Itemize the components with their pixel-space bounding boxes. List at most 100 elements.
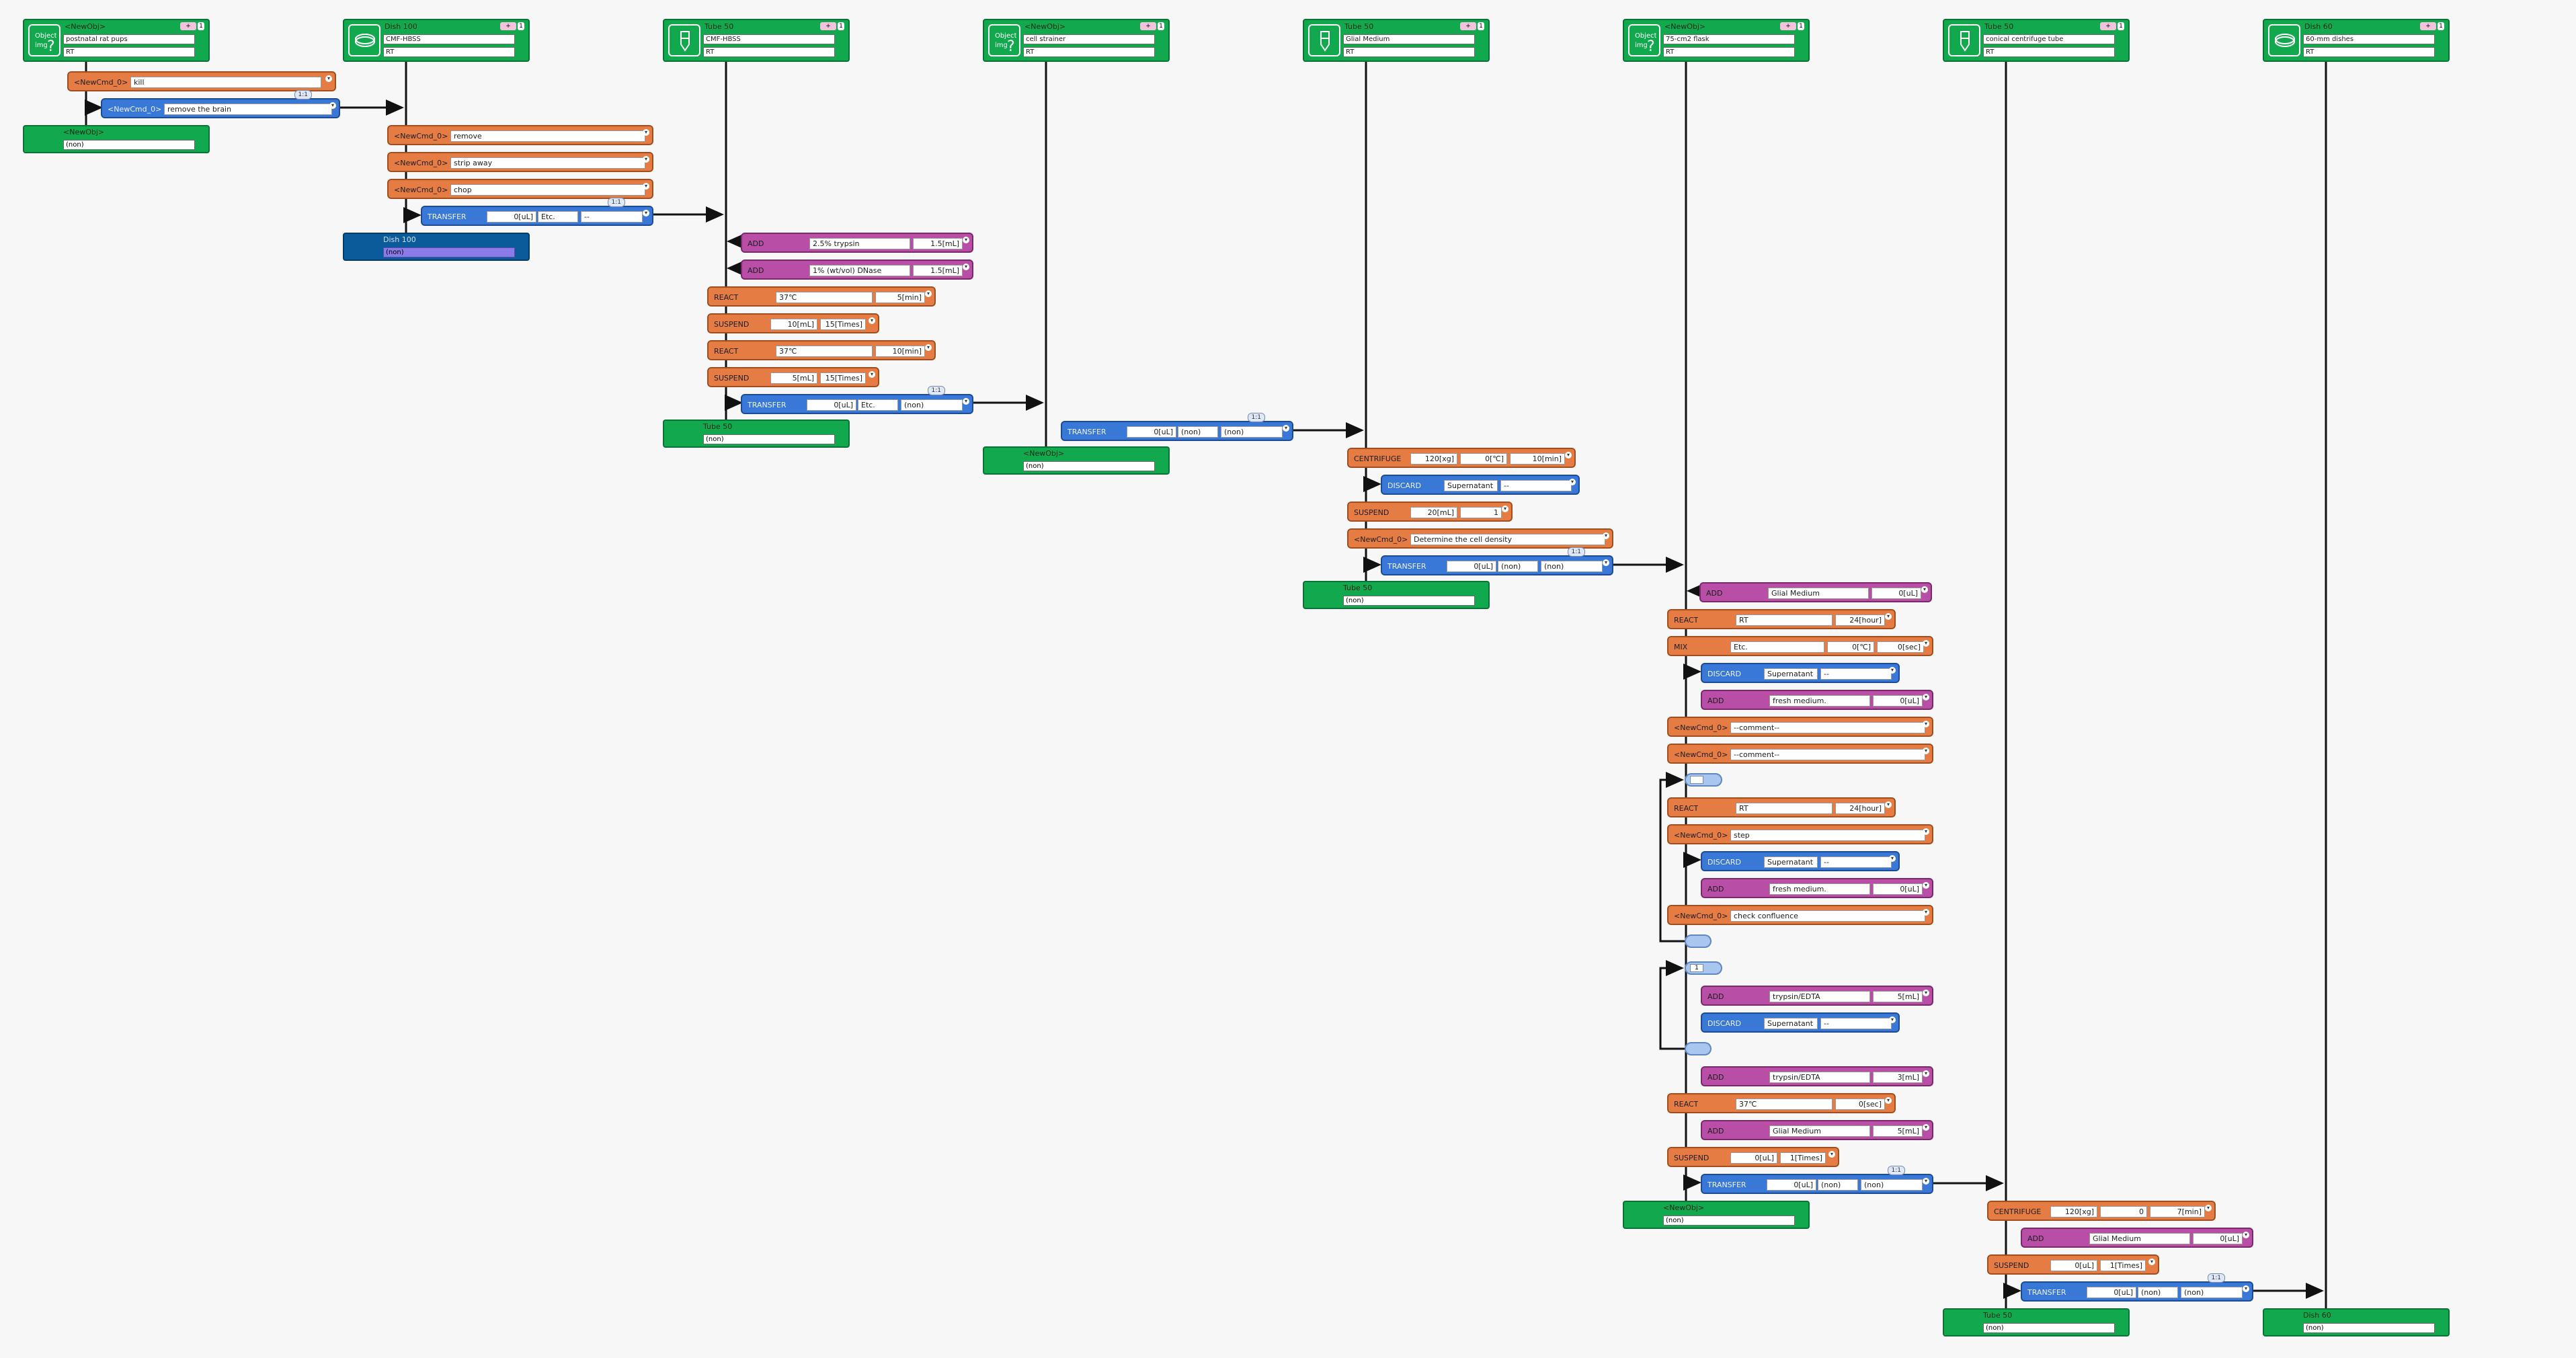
chevron-down-icon[interactable]: ▾ [1923, 828, 1929, 835]
command-field[interactable]: 0[uL] [1447, 561, 1496, 572]
command-newcmd-node[interactable]: <NewCmd_0>step▾ [1667, 824, 1933, 844]
command-newcmd-node[interactable]: <NewCmd_0>--comment--▾ [1667, 744, 1933, 764]
output-value[interactable]: (non) [703, 434, 835, 444]
command-field[interactable]: 0[uL] [1873, 695, 1923, 707]
command-field[interactable]: (non) [1221, 426, 1283, 438]
command-field[interactable]: 24[hour] [1835, 614, 1885, 626]
command-field[interactable]: 1[Times] [2100, 1260, 2146, 1271]
command-field[interactable]: -- [1820, 856, 1892, 868]
chevron-down-icon[interactable]: ▾ [963, 264, 969, 270]
command-field[interactable]: Glial Medium [1769, 1125, 1870, 1137]
command-field[interactable]: 37℃ [776, 292, 873, 303]
object-name-field[interactable]: 75-cm2 flask [1663, 34, 1795, 44]
chevron-down-icon[interactable]: ▾ [1603, 532, 1609, 539]
command-field[interactable]: Supernatant [1444, 480, 1498, 491]
output-object[interactable]: <NewObj>(non) [23, 125, 210, 153]
add-tag-button[interactable]: + [180, 22, 196, 30]
loop-node[interactable]: 1 [1685, 961, 1722, 975]
chevron-down-icon[interactable]: ▾ [869, 371, 875, 378]
command-field[interactable]: remove the brain [164, 104, 332, 115]
chevron-down-icon[interactable]: ▾ [869, 317, 875, 324]
command-field[interactable]: 0[uL] [2193, 1233, 2243, 1244]
command-field[interactable]: 120[xg] [2050, 1206, 2097, 1217]
chevron-down-icon[interactable]: ▾ [1885, 801, 1892, 808]
object-temp-field[interactable]: RT [63, 47, 195, 57]
command-field[interactable]: Supernatant [1764, 668, 1818, 680]
chevron-down-icon[interactable]: ▾ [1569, 479, 1576, 485]
chevron-down-icon[interactable]: ▾ [1923, 909, 1929, 916]
command-field[interactable]: 0[uL] [1127, 426, 1176, 438]
command-field[interactable]: --comment-- [1730, 749, 1925, 760]
command-field[interactable]: Etc. [538, 211, 578, 223]
chevron-down-icon[interactable]: ▾ [963, 237, 969, 243]
output-value[interactable]: (non) [1343, 596, 1475, 606]
command-field[interactable]: step [1730, 830, 1925, 841]
object-temp-field[interactable]: RT [1343, 47, 1475, 57]
output-value[interactable]: (non) [1983, 1323, 2115, 1333]
command-field[interactable]: 0[uL] [1767, 1179, 1816, 1191]
chevron-down-icon[interactable]: ▾ [925, 290, 932, 297]
command-field[interactable]: 37℃ [1736, 1099, 1833, 1110]
chevron-down-icon[interactable]: ▾ [963, 398, 969, 405]
chevron-down-icon[interactable]: ▾ [1889, 855, 1896, 862]
command-field[interactable]: (non) [1541, 561, 1603, 572]
output-value[interactable]: (non) [1663, 1215, 1795, 1226]
object-name-field[interactable]: cell strainer [1023, 34, 1155, 44]
command-field[interactable]: -- [1820, 1018, 1892, 1029]
command-field[interactable]: remove [450, 130, 645, 142]
add-tag-button[interactable]: + [500, 22, 516, 30]
command-field[interactable]: Determine the cell density [1410, 534, 1605, 545]
command-field[interactable]: trypsin/EDTA [1769, 1072, 1870, 1083]
chevron-down-icon[interactable]: ▾ [1923, 694, 1929, 701]
add-tag-button[interactable]: + [2100, 22, 2116, 30]
object-temp-field[interactable]: RT [1663, 47, 1795, 57]
command-field[interactable]: strip away [450, 157, 645, 169]
command-newcmd-node[interactable]: <NewCmd_0>chop▾ [387, 179, 653, 199]
output-object[interactable]: <NewObj>(non) [983, 446, 1170, 475]
chevron-down-icon[interactable]: ▾ [2243, 1232, 2249, 1238]
command-field[interactable]: Glial Medium [2089, 1233, 2190, 1244]
command-field[interactable]: -- [1820, 668, 1892, 680]
chevron-down-icon[interactable]: ▾ [1923, 1124, 1929, 1131]
command-field[interactable]: 0[uL] [2050, 1260, 2097, 1271]
object-temp-field[interactable]: RT [703, 47, 835, 57]
chevron-down-icon[interactable]: ▾ [1885, 613, 1892, 620]
command-field[interactable]: (non) [1498, 561, 1538, 572]
chevron-down-icon[interactable]: ▾ [1889, 1016, 1896, 1023]
output-value[interactable]: (non) [63, 140, 195, 150]
chevron-down-icon[interactable]: ▾ [1923, 721, 1929, 727]
chevron-down-icon[interactable]: ▾ [1283, 425, 1289, 432]
chevron-down-icon[interactable]: ▾ [643, 156, 649, 163]
command-field[interactable]: RT [1736, 614, 1833, 626]
command-field[interactable]: 0[uL] [1871, 588, 1921, 599]
chevron-down-icon[interactable]: ▾ [1923, 1178, 1929, 1185]
loop-node[interactable] [1685, 934, 1712, 948]
loop-node[interactable] [1685, 773, 1722, 787]
command-field[interactable]: 1% (wt/vol) DNase [809, 265, 910, 276]
command-field[interactable]: Etc. [858, 399, 898, 411]
command-field[interactable]: 10[mL] [770, 319, 817, 330]
command-field[interactable]: fresh medium. [1769, 883, 1870, 895]
output-value[interactable]: (non) [2303, 1323, 2435, 1333]
object-name-field[interactable]: conical centrifuge tube [1983, 34, 2115, 44]
